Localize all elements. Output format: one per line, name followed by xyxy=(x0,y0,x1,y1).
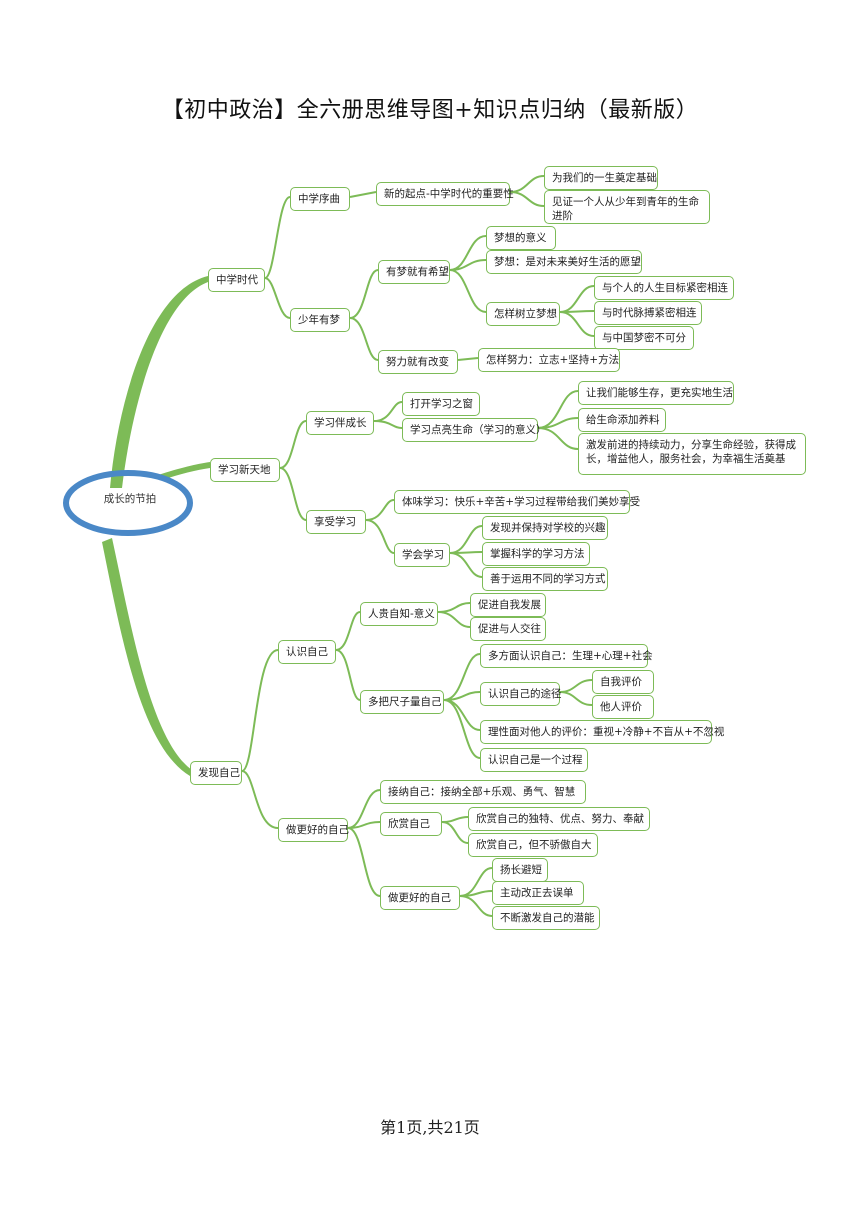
node-rengui-2: 促进与人交往 xyxy=(470,617,546,641)
node-xinshang-ziji: 欣赏自己 xyxy=(380,812,442,836)
node-jiena-ziji: 接纳自己：接纳全部+乐观、勇气、智慧 xyxy=(380,780,586,804)
node-duoba-1: 多方面认识自己：生理+心理+社会 xyxy=(480,644,653,668)
node-dianliang-1: 让我们能够生存，更充实地生活 xyxy=(578,381,734,405)
node-shaonian-youmeng: 少年有梦 xyxy=(290,308,350,332)
node-xinshang-1: 欣赏自己的独特、优点、努力、奉献 xyxy=(468,807,650,831)
node-xuexi-dianliang-shengming: 学习点亮生命（学习的意义） xyxy=(402,418,547,442)
node-mengxiang-dingyi: 梦想：是对未来美好生活的愿望 xyxy=(486,250,642,274)
node-zuo-genghao-de-ziji-2: 做更好的自己 xyxy=(380,886,460,910)
document-title: 【初中政治】全六册思维导图+知识点归纳（最新版） xyxy=(161,98,699,123)
node-duoba-chizi: 多把尺子量自己 xyxy=(360,690,444,714)
node-shuli-3: 与中国梦密不可分 xyxy=(594,326,694,350)
node-mengxiang-yiyi: 梦想的意义 xyxy=(486,226,556,250)
root-branches xyxy=(102,276,210,776)
node-shuli-1: 与个人的人生目标紧密相连 xyxy=(594,276,734,300)
node-dianliang-2: 给生命添加养料 xyxy=(578,408,666,432)
node-xuehui-1: 发现并保持对学校的兴趣 xyxy=(482,516,608,540)
node-xuexi-xintiandi: 学习新天地 xyxy=(210,458,280,482)
node-jianzheng: 见证一个人从少年到青年的生命进阶 xyxy=(544,190,710,224)
mind-map-connectors xyxy=(63,175,595,917)
node-nuli-jiuyou-gaibian: 努力就有改变 xyxy=(378,350,458,374)
node-xin-de-qidian: 新的起点-中学时代的重要性 xyxy=(376,182,514,206)
node-renshi-tujing: 认识自己的途径 xyxy=(480,682,562,706)
node-dianding-jichu: 为我们的一生奠定基础 xyxy=(544,166,658,190)
node-zuogenghao-1: 扬长避短 xyxy=(492,858,548,882)
root-node-label: 成长的节拍 xyxy=(103,493,157,505)
node-xiangshou-xuexi: 享受学习 xyxy=(306,510,366,534)
node-xuehui-xuexi: 学会学习 xyxy=(394,543,450,567)
root-ring xyxy=(63,470,193,536)
node-youmeng-jiuyou-xiwang: 有梦就有希望 xyxy=(378,260,450,284)
page-footer: 第1页,共21页 xyxy=(380,1118,480,1137)
branch-to-zhongxue-shidai xyxy=(110,276,208,488)
node-rengui-zizhi: 人贵自知-意义 xyxy=(360,602,438,626)
node-ziwo-pingjia: 自我评价 xyxy=(592,670,654,694)
node-duoba-4: 认识自己是一个过程 xyxy=(480,748,588,772)
node-taren-pingjia: 他人评价 xyxy=(592,695,654,719)
node-zuogenghao-2: 主动改正去误单 xyxy=(492,881,584,905)
node-faxian-ziji: 发现自己 xyxy=(190,761,242,785)
node-xuehui-2: 掌握科学的学习方法 xyxy=(482,542,590,566)
node-zuo-genghao-de-ziji: 做更好的自己 xyxy=(278,818,349,842)
node-dianliang-3: 激发前进的持续动力，分享生命经验，获得成长，增益他人，服务社会，为幸福生活奠基 xyxy=(578,433,806,475)
node-xinshang-2: 欣赏自己，但不骄傲自大 xyxy=(468,833,598,857)
node-zhongxue-xuqu: 中学序曲 xyxy=(290,187,350,211)
connector-lines xyxy=(241,175,595,917)
node-zuogenghao-3: 不断激发自己的潜能 xyxy=(492,906,600,930)
node-xuehui-3: 善于运用不同的学习方式 xyxy=(482,567,608,591)
node-dakai-xuexi-zhichuang: 打开学习之窗 xyxy=(402,392,480,416)
branch-to-faxian-ziji xyxy=(102,538,192,776)
node-renshi-ziji: 认识自己 xyxy=(278,640,336,664)
node-tiwei-xuexi: 体味学习：快乐+辛苦+学习过程带给我们美妙享受 xyxy=(394,490,640,514)
node-zenyang-shuli-mengxiang: 怎样树立梦想 xyxy=(486,302,560,326)
branch-to-xuexi-xintiandi xyxy=(158,462,210,480)
node-duoba-3: 理性面对他人的评价：重视+冷静+不盲从+不忽视 xyxy=(480,720,724,744)
node-xuexi-ban-chengzhang: 学习伴成长 xyxy=(306,411,374,435)
node-zenyang-nuli: 怎样努力：立志+坚持+方法 xyxy=(478,348,620,372)
node-rengui-1: 促进自我发展 xyxy=(470,593,546,617)
node-shuli-2: 与时代脉搏紧密相连 xyxy=(594,301,702,325)
mind-map: 成长的节拍 中学时代 学习新天地 发现自己 中学序曲 新的起点-中学时代的重要性… xyxy=(50,150,820,940)
node-zhongxue-shidai: 中学时代 xyxy=(208,268,265,292)
